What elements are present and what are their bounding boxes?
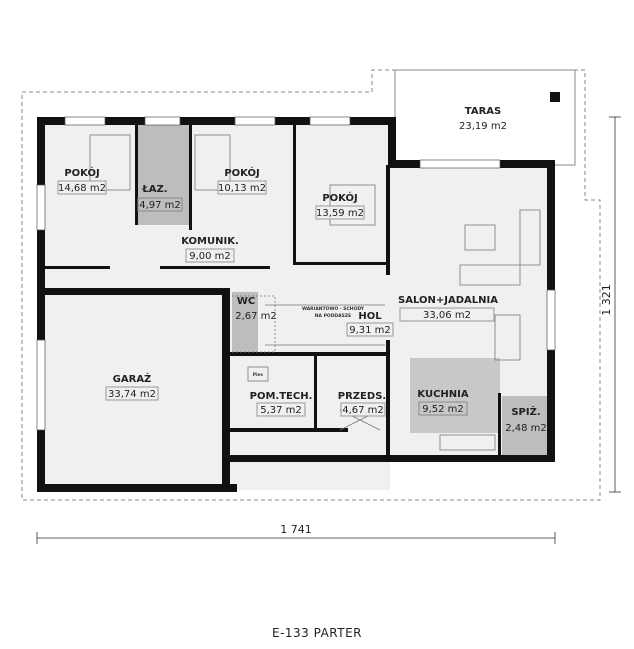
svg-text:33,74 m2: 33,74 m2	[108, 389, 156, 400]
svg-text:13,59 m2: 13,59 m2	[316, 208, 364, 219]
dimension-depth-label: 1 321	[600, 284, 613, 316]
svg-text:POKÓJ: POKÓJ	[322, 191, 357, 204]
svg-text:POKÓJ: POKÓJ	[64, 166, 99, 179]
svg-text:PRZEDS.: PRZEDS.	[338, 391, 386, 402]
svg-text:9,00 m2: 9,00 m2	[189, 251, 231, 262]
terrace	[394, 69, 576, 166]
room-taras: TARAS 23,19 m2	[459, 106, 507, 132]
svg-text:SALON+JADALNIA: SALON+JADALNIA	[398, 295, 498, 306]
dimension-width	[36, 532, 556, 544]
svg-text:10,13 m2: 10,13 m2	[218, 183, 266, 194]
plan-title: E-133 PARTER	[271, 626, 363, 640]
svg-text:2,67 m2: 2,67 m2	[235, 311, 277, 322]
dimension-width-label: 1 741	[280, 523, 312, 536]
svg-text:TARAS: TARAS	[465, 106, 501, 117]
svg-text:23,19 m2: 23,19 m2	[459, 121, 507, 132]
room-hol: HOL 9,31 m2	[346, 311, 394, 337]
wc-floor	[232, 292, 258, 352]
svg-text:HOL: HOL	[358, 311, 382, 322]
svg-text:5,37 m2: 5,37 m2	[260, 405, 302, 416]
stairs-note: NA PODDASZE	[315, 313, 351, 319]
svg-text:2,48 m2: 2,48 m2	[505, 423, 547, 434]
room-komunikacja: KOMUNIK. 9,00 m2	[181, 236, 239, 263]
room-pom-tech: POM.TECH. 5,37 m2	[250, 391, 313, 417]
room-garaz: GARAŻ 33,74 m2	[105, 371, 159, 401]
svg-text:GARAŻ: GARAŻ	[113, 371, 152, 385]
stairs-note: WARIANTOWO - SCHODY	[302, 306, 365, 312]
svg-text:KOMUNIK.: KOMUNIK.	[181, 236, 239, 247]
svg-text:SPIŻ.: SPIŻ.	[511, 404, 540, 418]
room-lazienka: ŁAZ. 4,97 m2	[137, 184, 183, 212]
svg-text:4,67 m2: 4,67 m2	[342, 405, 384, 416]
svg-text:9,31 m2: 9,31 m2	[349, 325, 391, 336]
svg-text:14,68 m2: 14,68 m2	[58, 183, 106, 194]
furniture	[89, 134, 541, 451]
room-spizarnia: SPIŻ. 2,48 m2	[505, 404, 547, 434]
svg-text:WC: WC	[237, 296, 255, 307]
svg-text:9,52 m2: 9,52 m2	[422, 404, 464, 415]
boiler-label: Piec	[253, 372, 264, 378]
room-pokoj-3: POKÓJ 13,59 m2	[315, 191, 365, 220]
room-wc: WC 2,67 m2	[235, 296, 277, 322]
room-kuchnia: KUCHNIA 9,52 m2	[417, 389, 469, 416]
svg-text:POKÓJ: POKÓJ	[224, 166, 259, 179]
pantry-floor	[502, 396, 550, 456]
svg-text:KUCHNIA: KUCHNIA	[417, 389, 468, 400]
room-przedsionek: PRZEDS. 4,67 m2	[338, 391, 386, 417]
dimension-depth	[609, 116, 621, 493]
svg-text:ŁAZ.: ŁAZ.	[141, 184, 167, 195]
svg-text:POM.TECH.: POM.TECH.	[250, 391, 313, 402]
room-pokoj-1: POKÓJ 14,68 m2	[57, 166, 107, 195]
svg-text:4,97 m2: 4,97 m2	[139, 200, 181, 211]
room-pokoj-2: POKÓJ 10,13 m2	[217, 166, 267, 195]
windows	[36, 116, 556, 431]
terrace-pillar	[550, 92, 560, 102]
svg-text:33,06 m2: 33,06 m2	[423, 310, 471, 321]
room-salon-jadalnia: SALON+JADALNIA 33,06 m2	[398, 295, 498, 322]
roof-outline	[21, 69, 601, 501]
kitchen-floor	[410, 358, 500, 433]
